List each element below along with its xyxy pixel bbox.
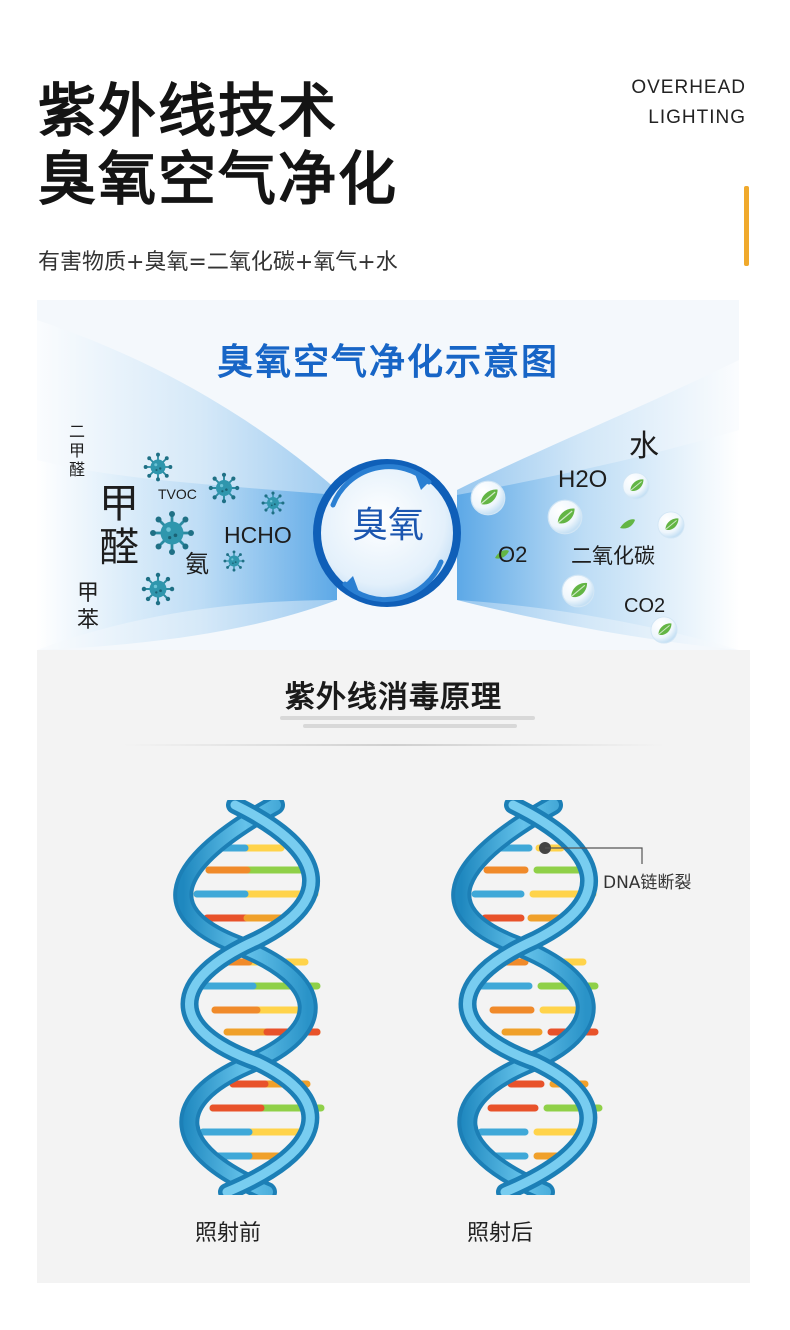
pollutant-label: HCHO — [224, 522, 292, 548]
pollutant-label: 甲醛 — [99, 481, 139, 571]
product-label: H2O — [558, 466, 608, 493]
uv-section-title: 紫外线消毒原理 — [285, 680, 502, 715]
title-line-1: 紫外线技术 — [38, 77, 339, 145]
dna-after-illustration — [451, 800, 603, 1195]
ozone-diagram: 臭氧空气净化示意图 臭氧 二甲醛 甲醛 TVOC HCHO 氨 甲苯 水 H2O… — [37, 300, 739, 650]
brand-line-1: OVERHEAD — [631, 77, 746, 98]
dna-break-label: DNA链断裂 — [603, 873, 692, 893]
dna-before-illustration — [173, 800, 325, 1195]
caption-after: 照射后 — [467, 1221, 534, 1246]
product-label: 水 — [629, 429, 659, 464]
ozone-background — [37, 320, 739, 650]
ozone-diagram-title: 臭氧空气净化示意图 — [216, 342, 559, 383]
fine-print-line — [280, 716, 535, 720]
pollutant-label: 甲苯 — [77, 581, 100, 633]
section-divider — [123, 744, 665, 746]
ozone-core-label: 臭氧 — [351, 505, 424, 546]
uv-principle-panel: 紫外线消毒原理 — [37, 650, 750, 1283]
brand-line-2: LIGHTING — [648, 107, 746, 128]
title-line-2: 臭氧空气净化 — [38, 145, 399, 213]
pollutant-label: 氨 — [185, 550, 209, 578]
accent-bar — [744, 186, 749, 266]
caption-before: 照射前 — [195, 1221, 262, 1246]
product-label: 二氧化碳 — [571, 544, 655, 568]
brand-name: OVERHEAD LIGHTING — [631, 73, 746, 133]
pollutant-label: TVOC — [158, 486, 197, 502]
subtitle: 有害物质+臭氧=二氧化碳+氧气+水 — [38, 250, 398, 275]
product-label: CO2 — [624, 595, 666, 617]
pollutant-label: 二甲醛 — [69, 422, 86, 479]
dna-break-callout-line — [539, 842, 643, 864]
fine-print-line — [303, 724, 517, 728]
product-label: O2 — [498, 542, 528, 567]
